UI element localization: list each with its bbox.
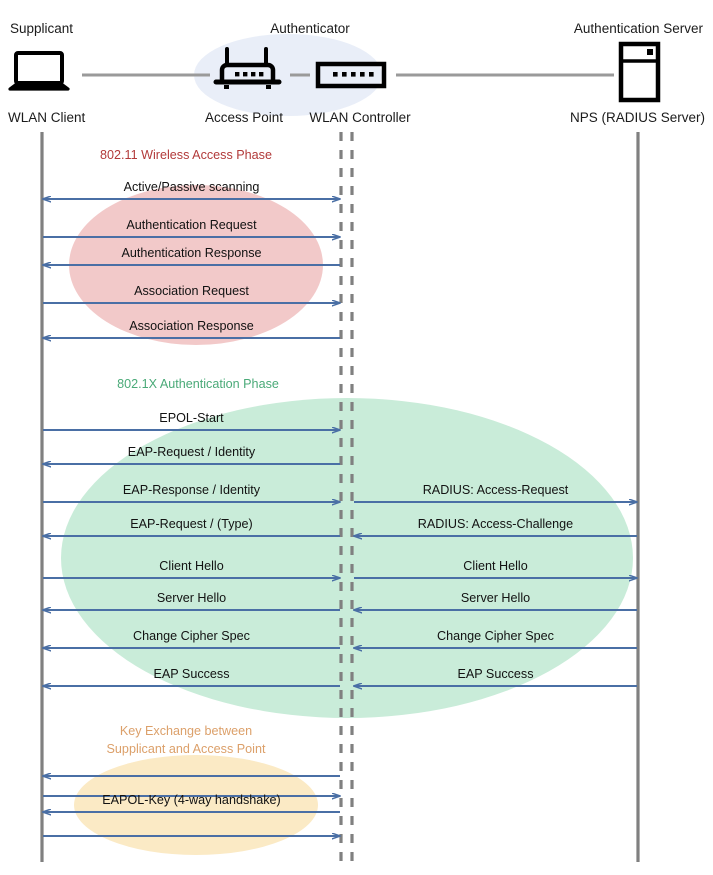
message-left-eap-request-identity: EAP-Request / Identity bbox=[43, 445, 340, 464]
phase-label-80211: 802.11 Wireless Access Phase bbox=[100, 148, 272, 162]
message-left-epol-start: EPOL-Start bbox=[43, 411, 340, 430]
actor-device-access-point: Access Point bbox=[205, 110, 283, 125]
actor-device-wlan-controller: WLAN Controller bbox=[309, 110, 411, 125]
header-band: Supplicant Authenticator Authentication … bbox=[8, 21, 705, 125]
phase-label-8021x: 802.1X Authentication Phase bbox=[117, 377, 279, 391]
phase-8021x-ellipse bbox=[61, 398, 633, 718]
message-label: RADIUS: Access-Request bbox=[423, 483, 569, 497]
phase-label-key-exchange-line1: Key Exchange between bbox=[120, 724, 252, 738]
message-left-client-hello: Client Hello bbox=[43, 559, 340, 578]
message-left-authentication-request: Authentication Request bbox=[43, 218, 340, 237]
actor-device-wlan-client: WLAN Client bbox=[8, 110, 86, 125]
phase-labels: 802.11 Wireless Access Phase 802.1X Auth… bbox=[100, 148, 279, 756]
message-label: Change Cipher Spec bbox=[437, 629, 554, 643]
message-label: Active/Passive scanning bbox=[124, 180, 260, 194]
message-label: EAP Success bbox=[457, 667, 533, 681]
message-left-authentication-response: Authentication Response bbox=[43, 246, 340, 265]
message-label: EAP Success bbox=[153, 667, 229, 681]
message-right-change-cipher-spec: Change Cipher Spec bbox=[354, 629, 637, 648]
message-right-server-hello: Server Hello bbox=[354, 591, 637, 610]
message-label: Association Response bbox=[129, 319, 254, 333]
server-icon bbox=[618, 41, 661, 103]
message-label: Server Hello bbox=[461, 591, 530, 605]
actor-device-nps-radius-server: NPS (RADIUS Server) bbox=[570, 110, 705, 125]
authenticator-grouping-ellipse bbox=[194, 34, 382, 116]
message-right-radius-access-request: RADIUS: Access-Request bbox=[354, 483, 637, 502]
message-label: Authentication Request bbox=[126, 218, 257, 232]
message-left-active-passive-scanning: Active/Passive scanning bbox=[43, 180, 340, 199]
message-label: Client Hello bbox=[159, 559, 223, 573]
message-left-eap-request-type: EAP-Request / (Type) bbox=[43, 517, 340, 536]
message-label: EPOL-Start bbox=[159, 411, 224, 425]
message-left-change-cipher-spec: Change Cipher Spec bbox=[43, 629, 340, 648]
message-right-eap-success: EAP Success bbox=[354, 667, 637, 686]
message-label: RADIUS: Access-Challenge bbox=[418, 517, 573, 531]
phase-label-key-exchange-line2: Supplicant and Access Point bbox=[107, 742, 266, 756]
lifelines bbox=[40, 132, 640, 862]
message-label: EAP-Request / (Type) bbox=[130, 517, 253, 531]
message-left-eapol-key-4-way-handshake: EAPOL-Key (4-way handshake) bbox=[43, 793, 340, 812]
message-label: EAPOL-Key (4-way handshake) bbox=[102, 793, 281, 807]
actor-role-supplicant: Supplicant bbox=[10, 21, 73, 36]
message-right-radius-access-challenge: RADIUS: Access-Challenge bbox=[354, 517, 637, 536]
message-label: Association Request bbox=[134, 284, 249, 298]
message-left-server-hello: Server Hello bbox=[43, 591, 340, 610]
phase-key-exchange-ellipse bbox=[74, 755, 318, 855]
message-left-association-request: Association Request bbox=[43, 284, 340, 303]
actor-role-auth-server: Authentication Server bbox=[574, 21, 704, 36]
message-label: EAP-Response / Identity bbox=[123, 483, 261, 497]
access-point-icon bbox=[213, 47, 282, 89]
message-label: Change Cipher Spec bbox=[133, 629, 250, 643]
message-left-eap-success: EAP Success bbox=[43, 667, 340, 686]
message-right-client-hello: Client Hello bbox=[354, 559, 637, 578]
message-label: EAP-Request / Identity bbox=[128, 445, 256, 459]
laptop-icon bbox=[8, 51, 70, 91]
message-label: Server Hello bbox=[157, 591, 226, 605]
message-left-eap-response-identity: EAP-Response / Identity bbox=[43, 483, 340, 502]
message-label: Client Hello bbox=[463, 559, 527, 573]
message-left-association-response: Association Response bbox=[43, 319, 340, 338]
actor-role-authenticator: Authenticator bbox=[270, 21, 350, 36]
message-label: Authentication Response bbox=[121, 246, 261, 260]
wlan-controller-icon bbox=[315, 61, 387, 89]
